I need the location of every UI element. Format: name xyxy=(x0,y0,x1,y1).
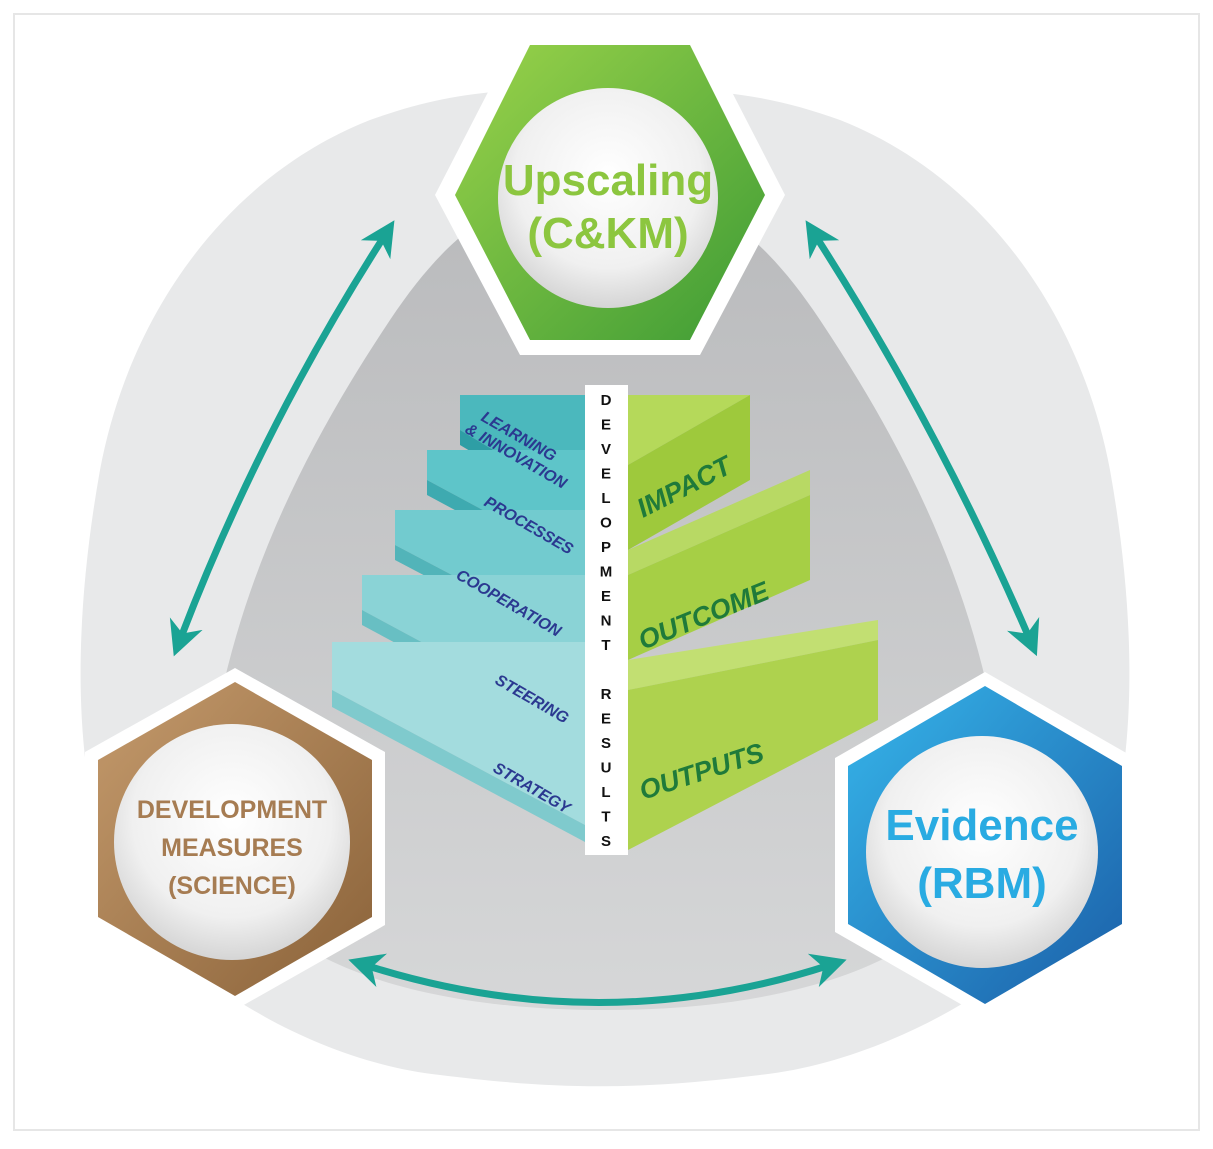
right-line2: (RBM) xyxy=(917,859,1047,908)
step-right-3-top xyxy=(628,620,878,690)
vertical-letter: N xyxy=(601,613,612,630)
vertical-letter: D xyxy=(601,392,612,409)
vertical-letter: O xyxy=(600,515,612,532)
top-line1: Upscaling xyxy=(503,156,713,205)
vertical-letter: S xyxy=(601,833,611,850)
vertical-letter: R xyxy=(601,686,612,703)
arrow-top-right xyxy=(805,220,1040,657)
node-upscaling: Upscaling (C&KM) xyxy=(435,30,785,355)
left-line3: (SCIENCE) xyxy=(168,872,296,900)
vertical-letter: S xyxy=(601,735,611,752)
step-right-2-face xyxy=(628,495,810,660)
circle-left xyxy=(114,724,350,960)
vertical-letter: L xyxy=(601,784,610,801)
vertical-letter: T xyxy=(601,809,610,826)
right-line1: Evidence xyxy=(885,801,1078,850)
vertical-letter: M xyxy=(600,564,613,581)
page-frame xyxy=(13,13,1200,1131)
node-development-measures: DEVELOPMENT MEASURES (SCIENCE) xyxy=(85,668,385,1010)
vertical-letter: E xyxy=(601,711,611,728)
step-right-3-face xyxy=(628,640,878,850)
circle-top xyxy=(498,88,718,308)
left-line1: DEVELOPMENT xyxy=(137,796,327,824)
vertical-letter: E xyxy=(601,417,611,434)
step-left-5-front xyxy=(332,690,585,842)
vertical-letter: L xyxy=(601,490,610,507)
step-right-2-top xyxy=(628,470,810,575)
vertical-letter: E xyxy=(601,466,611,483)
vertical-letter: E xyxy=(601,588,611,605)
vertical-letter: P xyxy=(601,539,611,556)
step-right-1-face xyxy=(628,395,750,550)
center-divider xyxy=(585,385,628,855)
vertical-letter: U xyxy=(601,760,612,777)
step-left-5-top xyxy=(332,642,585,825)
top-line2: (C&KM) xyxy=(527,209,688,258)
arrow-top-left xyxy=(169,220,395,657)
left-line2: MEASURES xyxy=(161,834,303,862)
arrow-bottom xyxy=(348,953,847,1006)
vertical-letter: V xyxy=(601,441,611,458)
circle-right xyxy=(866,736,1098,968)
vertical-letter: T xyxy=(601,637,610,654)
node-evidence: Evidence (RBM) xyxy=(835,672,1135,1018)
staircase xyxy=(332,385,878,855)
